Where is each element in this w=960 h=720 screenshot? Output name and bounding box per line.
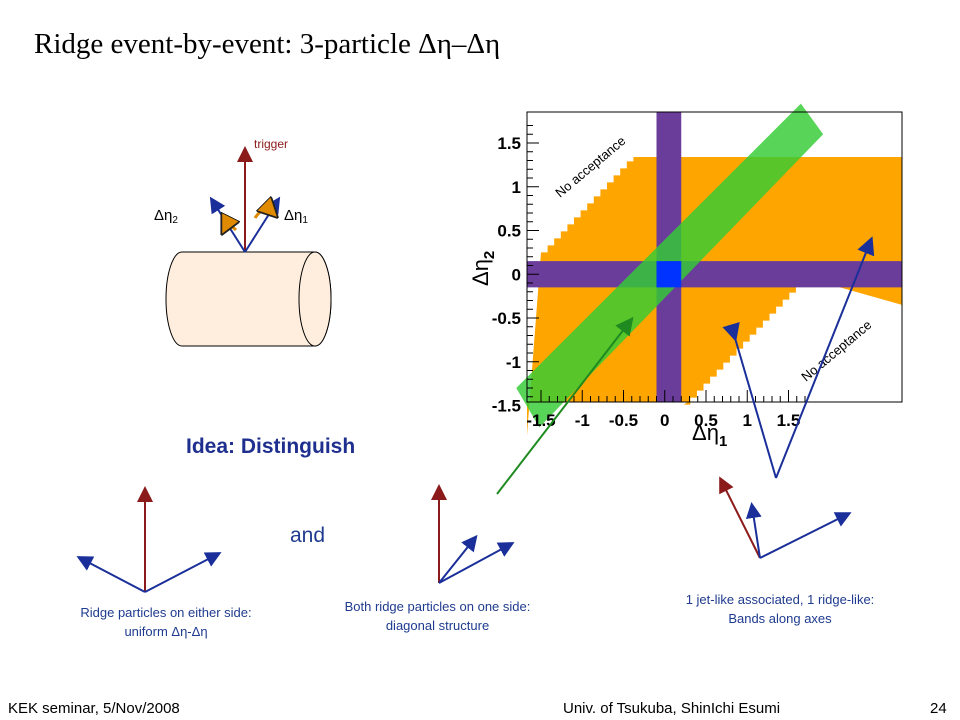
trigger-label: trigger [254, 137, 288, 151]
uniform-caption: Ridge particles on either side: uniform … [36, 603, 296, 641]
center-overlap-region [656, 261, 682, 288]
horizontal-band-deta2-zero [527, 261, 902, 288]
diagonal-configuration-diagram [431, 484, 515, 584]
detector-schematic: trigger Δη2 Δη1 [154, 137, 332, 347]
y-tick-label: 1 [512, 178, 521, 197]
y-tick-label: -0.5 [492, 309, 521, 328]
horizontal-band-pointer-arrow [775, 236, 875, 479]
ridge-particle-2-arrow [438, 542, 515, 584]
x-tick-label: 1 [743, 411, 752, 430]
detector-cylinder [165, 251, 332, 347]
diagonal-caption-line2: diagonal structure [385, 618, 490, 633]
diagonal-caption-line1: Both ridge particles on one side: [344, 599, 531, 614]
delta-eta-1-label: Δη1 [284, 207, 308, 226]
ridge-like-associated-arrow [759, 512, 852, 559]
vertical-band-pointer-arrow [722, 322, 777, 479]
x-axis-title: Δη1 [692, 420, 727, 450]
and-text: and [290, 524, 326, 547]
acceptance-region [527, 157, 902, 436]
plot-ticks [527, 125, 806, 402]
bands-caption-line1: 1 jet-like associated, 1 ridge-like: [685, 592, 875, 607]
uniform-caption-line1: Ridge particles on either side: [80, 605, 252, 620]
uniform-caption-line2: uniform Δη-Δη [124, 624, 208, 639]
delta-eta-1-curve-icon [253, 210, 274, 218]
x-tick-label: 0.5 [694, 411, 718, 430]
x-tick-label: -0.5 [609, 411, 638, 430]
y-tick-labels: 1.5 1 0.5 0 -0.5 -1 -1.5 [492, 134, 521, 416]
y-tick-label: -1 [506, 353, 521, 372]
diagonal-caption: Both ridge particles on one side: diagon… [305, 597, 570, 635]
ridge-particle-left-arrow [76, 556, 146, 593]
y-tick-label: 0 [512, 265, 521, 284]
slide-title: Ridge event-by-event: 3-particle Δη–Δη [34, 28, 501, 60]
x-tick-labels: -1.5 -1 -0.5 0 0.5 1 1.5 [526, 411, 800, 430]
y-axis-title: Δη2 [468, 251, 498, 286]
ridge-particle-1-arrow [438, 534, 478, 584]
footer-event: KEK seminar, 5/Nov/2008 [8, 700, 180, 717]
y-tick-label: -1.5 [492, 397, 521, 416]
x-tick-label: -1.5 [526, 411, 555, 430]
footer-affiliation: Univ. of Tsukuba, ShinIchi Esumi [563, 700, 781, 717]
delta-eta-2-curve-icon [224, 226, 236, 230]
delta-eta-2-label: Δη2 [154, 207, 178, 226]
diagonal-pointer-arrow [496, 316, 634, 495]
y-tick-label: 0.5 [497, 222, 521, 241]
x-tick-label: 1.5 [777, 411, 801, 430]
footer-page-number: 24 [930, 700, 947, 717]
bands-configuration-diagram [719, 476, 852, 559]
y-tick-label: 1.5 [497, 134, 521, 153]
ridge-particle-right-arrow [144, 552, 222, 593]
uniform-configuration-diagram [76, 486, 222, 593]
trigger-arrow [719, 476, 761, 559]
x-tick-label: -1 [575, 411, 590, 430]
bands-caption-line2: Bands along axes [728, 611, 832, 626]
x-tick-label: 0 [660, 411, 669, 430]
idea-heading: Idea: Distinguish [186, 435, 356, 458]
bands-caption: 1 jet-like associated, 1 ridge-like: Ban… [645, 590, 915, 628]
jet-like-associated-arrow [745, 502, 762, 559]
